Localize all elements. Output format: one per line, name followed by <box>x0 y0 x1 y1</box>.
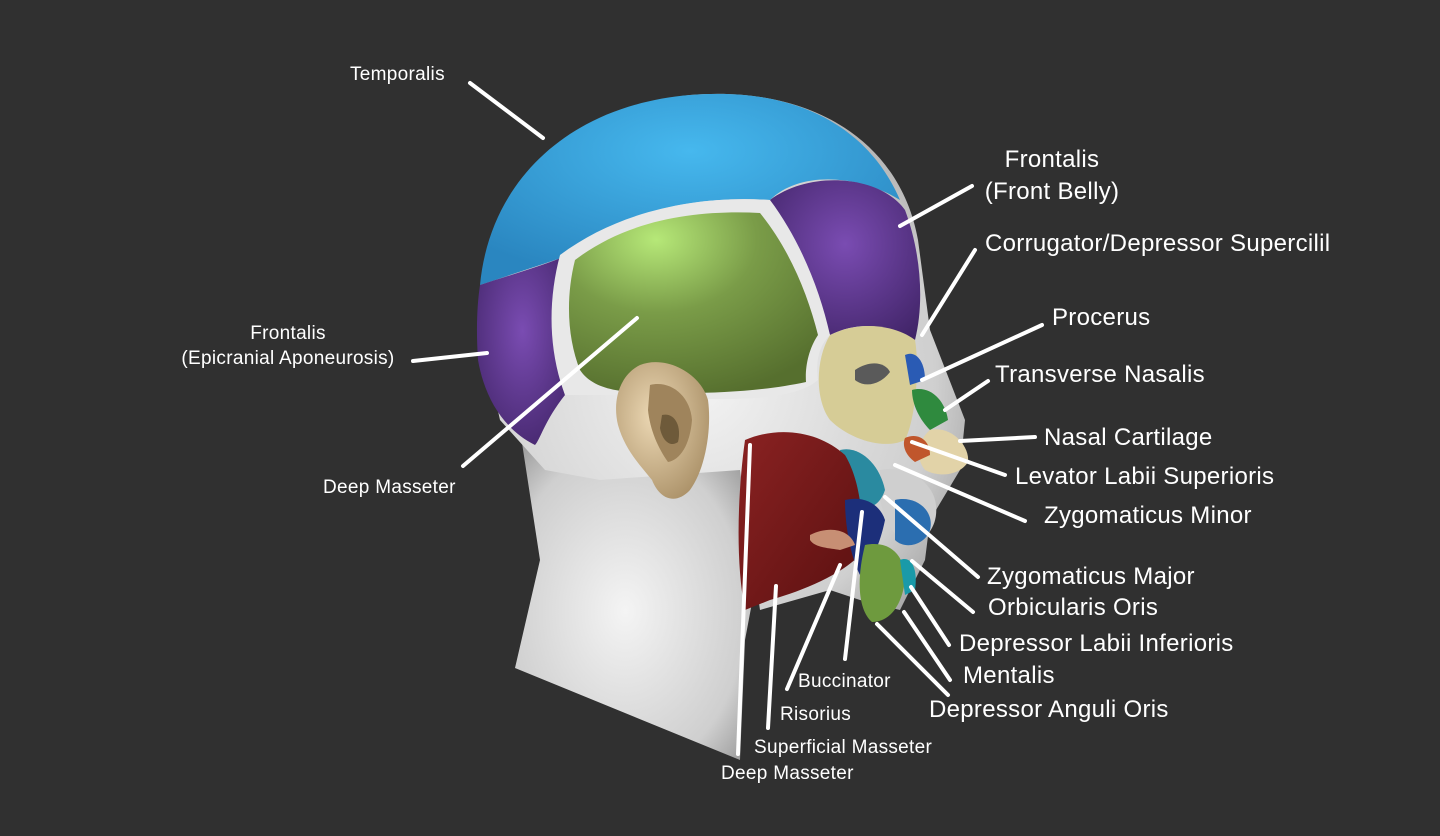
label-risorius: Risorius <box>780 704 852 725</box>
label-frontalis-front-belly: Frontalis (Front Belly) <box>983 146 1121 206</box>
label-deep-masseter-upper: Deep Masseter <box>323 477 456 498</box>
label-nasal-cartilage: Nasal Cartilage <box>1044 424 1213 451</box>
label-buccinator: Buccinator <box>798 671 891 692</box>
label-orbicularis-oris: Orbicularis Oris <box>988 594 1159 621</box>
masseter-muscle <box>738 432 862 610</box>
eye-socket <box>855 363 890 385</box>
label-frontalis-epicranial: Frontalis (Epicranial Aponeurosis) <box>176 323 400 370</box>
temporalis-muscle <box>480 93 900 285</box>
label-zygomaticus-major: Zygomaticus Major <box>987 563 1195 590</box>
label-superficial-masseter: Superficial Masseter <box>754 737 933 758</box>
mentalis-muscle <box>859 544 905 622</box>
label-frontalis-front-belly-line1: Frontalis <box>1004 146 1100 173</box>
label-frontalis-front-belly-line2: (Front Belly) <box>984 178 1120 205</box>
leader-lines <box>411 81 1044 756</box>
label-frontalis-epicranial-line1: Frontalis <box>250 323 326 344</box>
label-transverse-nasalis: Transverse Nasalis <box>995 361 1205 388</box>
risorius-muscle <box>810 529 855 550</box>
label-depressor-labii: Depressor Labii Inferioris <box>959 630 1234 657</box>
label-levator-labii: Levator Labii Superioris <box>1015 463 1275 490</box>
ear-concha <box>660 414 680 445</box>
nasalis-green <box>912 389 948 430</box>
label-temporalis: Temporalis <box>350 64 445 85</box>
eye-region <box>818 325 917 444</box>
label-zygomaticus-minor: Zygomaticus Minor <box>1044 502 1252 529</box>
frontalis-front-belly <box>770 180 921 340</box>
label-frontalis-epicranial-line2: (Epicranial Aponeurosis) <box>181 348 395 369</box>
label-procerus: Procerus <box>1052 304 1151 331</box>
deep-masseter-region <box>568 212 818 394</box>
label-mentalis: Mentalis <box>963 662 1055 689</box>
neck-shape <box>515 430 760 760</box>
procerus-blue <box>905 353 925 385</box>
zygomaticus-teal <box>840 449 885 507</box>
label-corrugator: Corrugator/Depressor Supercilil <box>985 230 1331 257</box>
label-deep-masseter-lower: Deep Masseter <box>721 763 854 784</box>
label-depressor-anguli: Depressor Anguli Oris <box>929 696 1169 723</box>
